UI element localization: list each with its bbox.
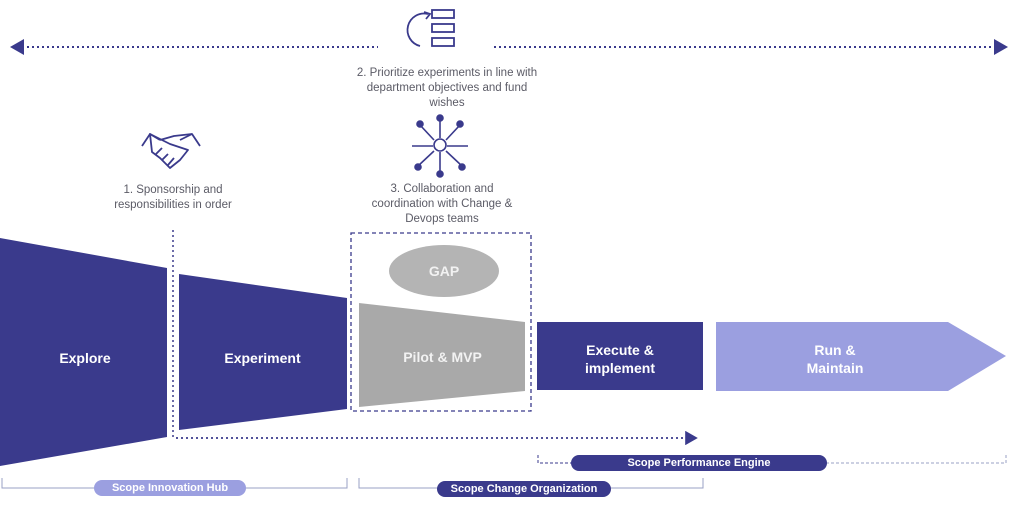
bracket-performance-left (537, 455, 572, 464)
handshake-icon (141, 133, 201, 169)
gap-ellipse (389, 245, 499, 297)
stage-explore-label: Explore (59, 350, 111, 366)
stage-execute-label: Execute & implement (584, 342, 655, 376)
team-hands-icon (412, 114, 468, 178)
stage-experiment-label: Experiment (224, 350, 301, 366)
step-prioritize-label: 2. Prioritize experiments in line with d… (356, 67, 538, 109)
stage-run (716, 322, 1006, 391)
stage-pilot-label: Pilot & MVP (403, 349, 482, 365)
stage-experiment (179, 274, 347, 430)
stage-run-label: Run & Maintain (806, 342, 864, 376)
stage-explore (0, 238, 167, 466)
scope-innovation-pill: Scope Innovation Hub (94, 480, 246, 496)
scope-change-pill: Scope Change Organization (437, 481, 611, 497)
stage-pilot (359, 303, 525, 407)
prioritize-list-icon (406, 9, 455, 47)
scope-performance-pill: Scope Performance Engine (571, 455, 827, 471)
pilot-dashed-box (350, 232, 532, 412)
stage-execute (537, 322, 703, 390)
step-sponsorship-label: 1. Sponsorship and responsibilities in o… (114, 184, 232, 211)
gap-label: GAP (428, 263, 460, 279)
bracket-performance-right (826, 455, 1007, 464)
step-collaboration-label: 3. Collaboration and coordination with C… (371, 183, 513, 225)
